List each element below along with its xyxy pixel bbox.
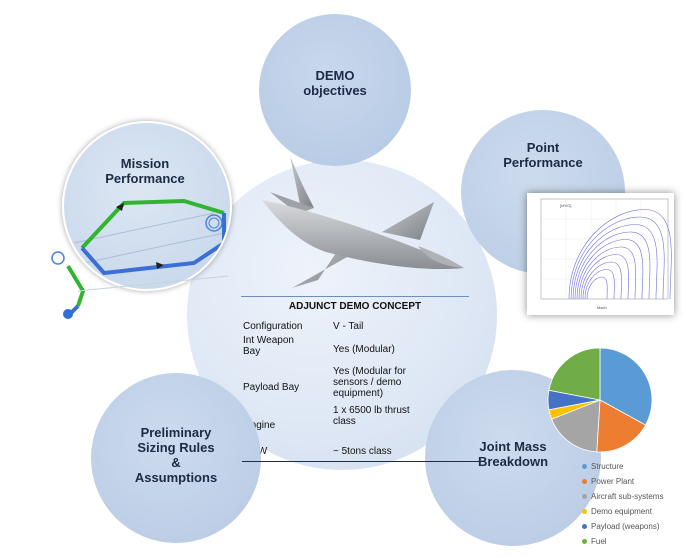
point-performance-chart-card: [MVO] Mach: [527, 193, 674, 315]
envelope-curve: [574, 231, 651, 300]
row-label-payload-bay: Payload Bay: [243, 382, 300, 393]
preliminary-sizing-label: Preliminary Sizing Rules & Assumptions: [134, 425, 218, 485]
joint-mass-label: Joint Mass Breakdown: [477, 439, 549, 469]
legend-label: Payload (weapons): [591, 522, 660, 531]
point-chart-xlabel: Mach: [597, 305, 607, 310]
legend-item-power-plant: Power Plant: [582, 474, 663, 489]
legend-label: Fuel: [591, 537, 607, 546]
envelope-curve: [576, 239, 644, 300]
legend-dot-icon: [582, 524, 587, 529]
legend-label: Aircraft sub-systems: [591, 492, 664, 501]
pie-slice-aircraft-sub-systems: [551, 399, 601, 453]
legend-dot-icon: [582, 479, 587, 484]
pie-slice-fuel: [548, 347, 601, 401]
mission-performance-bubble: [62, 121, 232, 291]
legend-label: Demo equipment: [591, 507, 652, 516]
row-value-payload-bay: Yes (Modular for sensors / demo equipmen…: [333, 366, 406, 400]
row-label-weapon-bay: Int Weapon Bay: [243, 335, 294, 358]
legend-item-subsystems: Aircraft sub-systems: [582, 489, 663, 504]
envelope-curve: [586, 276, 608, 300]
envelope-curve: [568, 209, 672, 300]
row-label-configuration: Configuration: [243, 321, 303, 332]
demo-objectives-label: DEMO objectives: [303, 68, 367, 98]
legend-dot-icon: [582, 509, 587, 514]
legend-dot-icon: [582, 464, 587, 469]
mission-performance-label: Mission Performance: [105, 156, 185, 186]
point-performance-label: Point Performance: [503, 140, 583, 170]
legend-item-structure: Structure: [582, 459, 663, 474]
preliminary-sizing-bubble: [91, 373, 261, 543]
pie-slice-power-plant: [596, 399, 647, 453]
row-value-weapon-bay: Yes (Modular): [333, 344, 395, 355]
mass-legend: Structure Power Plant Aircraft sub-syste…: [582, 459, 663, 549]
envelope-curve: [572, 224, 658, 300]
legend-item-fuel: Fuel: [582, 534, 663, 549]
legend-dot-icon: [582, 494, 587, 499]
concept-title: ADJUNCT DEMO CONCEPT: [241, 296, 469, 312]
mission-map-graphic: [73, 198, 226, 276]
row-label-engine: Engine: [244, 420, 276, 431]
row-value-engine: 1 x 6500 lb thrust class: [333, 405, 410, 428]
legend-item-demo-equipment: Demo equipment: [582, 504, 663, 519]
envelope-curve: [582, 261, 622, 300]
mission-map-extension: [51, 251, 229, 319]
tow-connector-line: [242, 461, 482, 462]
envelope-curve: [584, 269, 615, 300]
point-chart-tag: [MVO]: [560, 203, 572, 208]
legend-label: Structure: [591, 462, 624, 471]
envelope-curve: [580, 254, 629, 300]
envelope-curve: [570, 216, 665, 300]
envelope-curve: [578, 246, 637, 300]
row-value-configuration: V - Tail: [333, 321, 364, 332]
demo-objectives-bubble: [259, 14, 411, 166]
legend-dot-icon: [582, 539, 587, 544]
legend-item-payload: Payload (weapons): [582, 519, 663, 534]
legend-label: Power Plant: [591, 477, 635, 486]
point-performance-envelope-plot: [540, 198, 672, 300]
mass-pie-chart: [547, 347, 653, 453]
row-value-tow: ~ 5tons class: [333, 446, 392, 457]
pie-slice-structure: [599, 347, 653, 426]
aircraft-illustration: [262, 156, 464, 288]
